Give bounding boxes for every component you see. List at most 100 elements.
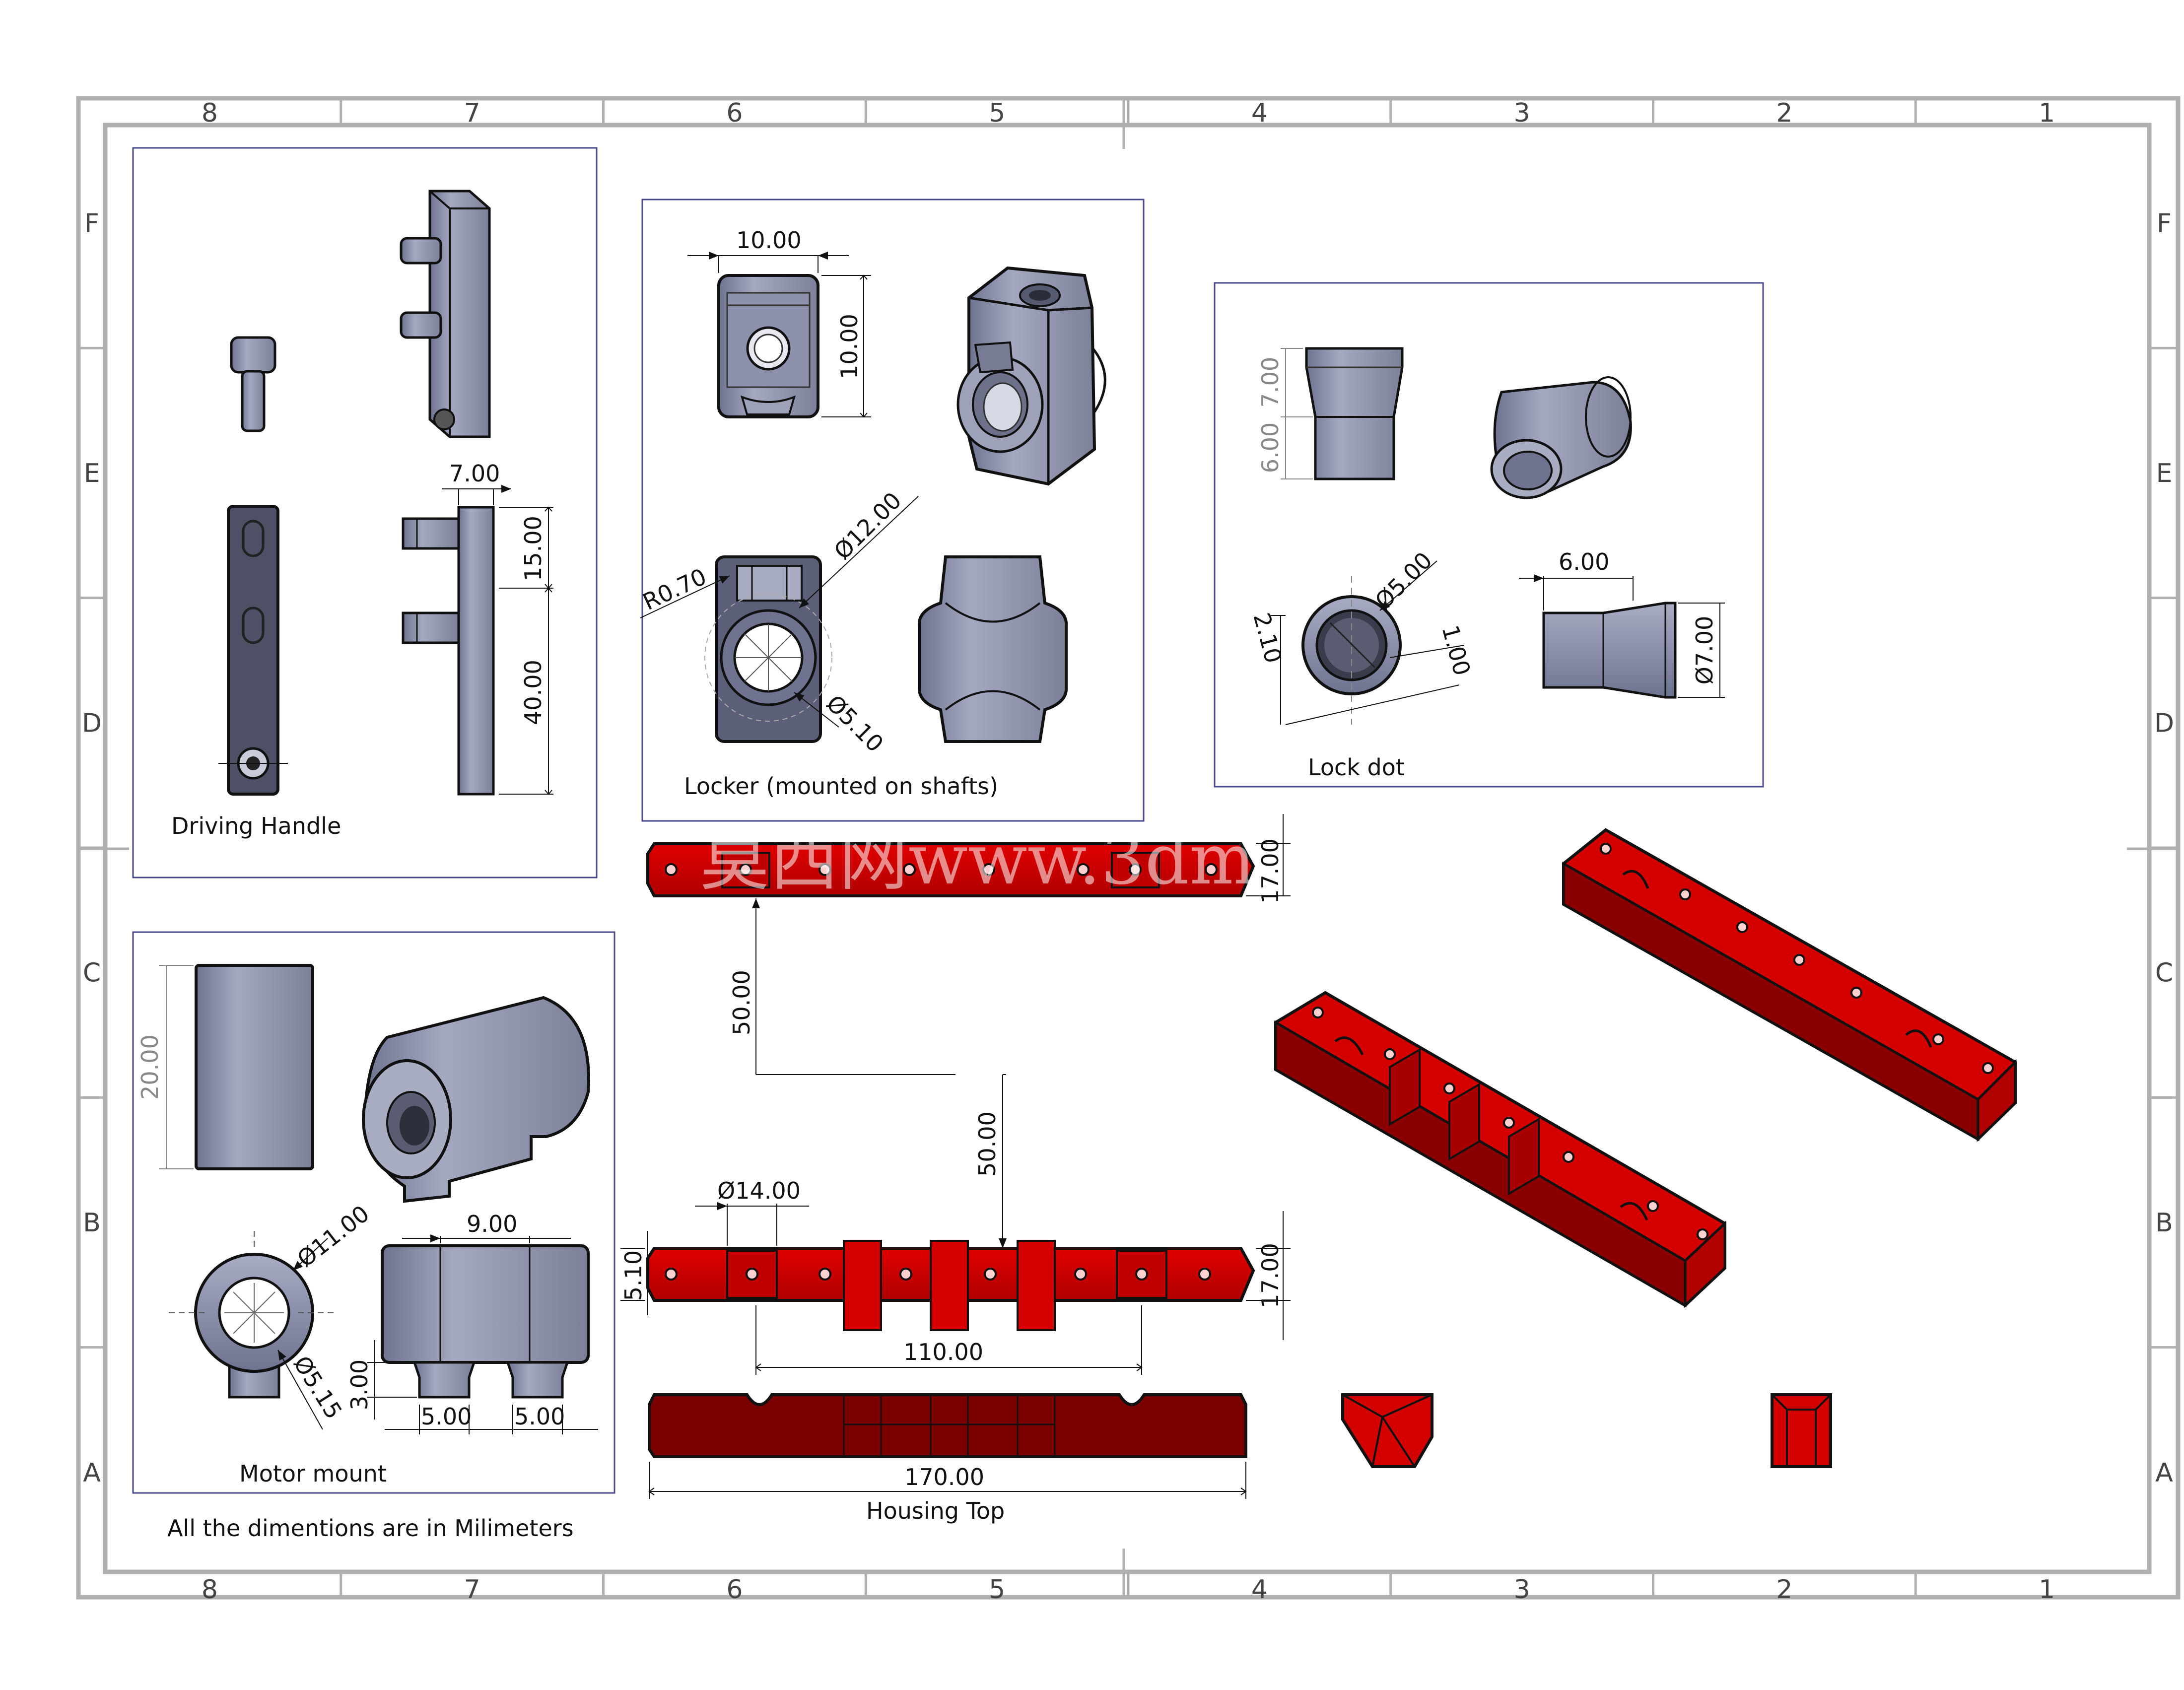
watermark: 莫西网www.3dm... xyxy=(700,819,1321,900)
dim-lockdot-dia-outer: Ø7.00 xyxy=(1691,616,1718,685)
zone-column-3-bottom: 3 xyxy=(1514,1575,1530,1605)
mounting-hole xyxy=(1205,863,1218,876)
locker-top-view: 10.00 10.00 xyxy=(687,227,871,418)
locker-front-view: Ø12.00 R0.70 Ø5.10 xyxy=(639,487,919,757)
zone-column-5-bottom: 5 xyxy=(989,1575,1005,1605)
dim-housing-height-top: 17.00 xyxy=(1257,838,1284,904)
mounting-hole xyxy=(1850,987,1862,999)
dim-housing-height-bottom: 17.00 xyxy=(1257,1243,1284,1308)
panel-title-locker: Locker (mounted on shafts) xyxy=(684,773,998,800)
dim-housing-spacing-a: 50.00 xyxy=(728,970,755,1035)
zone-column-4-top: 4 xyxy=(1251,98,1268,128)
mounting-hole xyxy=(1135,1268,1148,1281)
dim-lockdot-dia-inner: Ø5.00 xyxy=(1370,547,1437,614)
mounting-hole xyxy=(665,1268,678,1281)
mounting-hole xyxy=(1563,1151,1574,1163)
dim-lockdot-offset-b: 1.00 xyxy=(1436,622,1476,678)
zone-row-D-left: D xyxy=(82,708,102,738)
housing-side-view: 170.00 xyxy=(648,1393,1247,1499)
housing-iso-upper xyxy=(1562,828,2017,1142)
zone-column-1-bottom: 1 xyxy=(2039,1575,2055,1605)
dim-locker-width: 10.00 xyxy=(736,227,802,254)
zone-column-6-bottom: 6 xyxy=(726,1575,743,1605)
zone-column-2-bottom: 2 xyxy=(1776,1575,1792,1605)
zone-row-E-right: E xyxy=(2156,459,2173,488)
panel-lock-dot: 7.00 6.00 Ø5.00 2.10 1.00 xyxy=(1214,282,1764,788)
mounting-hole xyxy=(1129,863,1142,876)
mounting-hole xyxy=(1736,921,1748,933)
lockdot-front-view: 7.00 6.00 xyxy=(1257,347,1404,480)
motor-iso-view xyxy=(362,996,590,1203)
zone-column-8-bottom: 8 xyxy=(202,1575,218,1605)
housing-top-holes xyxy=(665,863,1218,876)
units-note: All the dimentions are in Milimeters xyxy=(167,1515,574,1542)
housing-iso-lower xyxy=(1274,991,1726,1308)
zone-column-1-top: 1 xyxy=(2039,98,2055,128)
zone-row-A-left: A xyxy=(83,1458,101,1487)
mounting-hole xyxy=(1077,863,1090,876)
panel-title-lock-dot: Lock dot xyxy=(1308,754,1405,781)
dim-handle-upper: 15.00 xyxy=(520,516,546,581)
mounting-hole xyxy=(739,863,752,876)
dim-lockdot-length: 6.00 xyxy=(1559,548,1609,575)
dim-housing-dia-bore: Ø14.00 xyxy=(717,1177,801,1204)
zone-row-B-right: B xyxy=(2155,1208,2173,1238)
dim-housing-edge: 5.10 xyxy=(620,1250,647,1301)
zone-column-8-top: 8 xyxy=(202,98,218,128)
panel-title-housing-top: Housing Top xyxy=(866,1497,1005,1524)
panel-driving-handle: 7.00 15.00 40.00 Driving Handle xyxy=(132,147,598,879)
mounting-hole xyxy=(1443,1082,1455,1094)
locker-iso-view xyxy=(956,266,1106,486)
dim-lockdot-offset-a: 2.10 xyxy=(1248,610,1287,666)
lockdot-end-view: Ø5.00 2.10 1.00 xyxy=(1248,547,1476,725)
zone-row-F-right: F xyxy=(2157,209,2172,239)
housing-spacing-dims: 50.00 50.00 xyxy=(728,898,1007,1248)
dim-locker-dia-outer: Ø12.00 xyxy=(829,487,907,565)
zone-column-7-top: 7 xyxy=(464,98,480,128)
zone-row-B-left: B xyxy=(83,1208,101,1238)
dim-locker-dia-hole: Ø5.10 xyxy=(821,690,888,757)
housing-iso-upper-holes xyxy=(1600,843,1994,1074)
zone-row-F-left: F xyxy=(84,209,99,239)
dim-housing-spacing-b: 50.00 xyxy=(974,1111,1001,1177)
mounting-hole xyxy=(982,863,995,876)
dim-locker-radius: R0.70 xyxy=(639,563,711,615)
zone-column-4-bottom: 4 xyxy=(1251,1575,1268,1605)
handle-side-view: 7.00 15.00 40.00 xyxy=(402,460,553,796)
housing-iso-lower-holes xyxy=(1312,1007,1708,1240)
mounting-hole xyxy=(1074,1268,1087,1281)
lock-block-iso xyxy=(1341,1393,1433,1468)
dim-handle-lower: 40.00 xyxy=(520,660,546,725)
panel-motor-mount: 20.00 Ø11.00 Ø5.15 xyxy=(132,931,615,1494)
dim-motor-foot-h: 3.00 xyxy=(346,1359,373,1410)
panel-title-motor-mount: Motor mount xyxy=(239,1460,387,1487)
dim-handle-width: 7.00 xyxy=(449,460,500,487)
dim-motor-foot-a: 5.00 xyxy=(421,1403,472,1430)
zone-row-A-right: A xyxy=(2155,1458,2173,1487)
motor-front-view: 20.00 xyxy=(136,964,314,1170)
handle-front-view xyxy=(218,505,288,796)
locker-side-view xyxy=(917,555,1068,743)
housing-bottom-holes xyxy=(665,1268,1211,1281)
mounting-hole xyxy=(1503,1117,1515,1129)
mounting-hole xyxy=(1312,1007,1324,1018)
zone-column-6-top: 6 xyxy=(726,98,743,128)
mounting-hole xyxy=(1932,1033,1944,1045)
panel-locker: 10.00 10.00 xyxy=(639,199,1145,822)
housing-top-view: 莫西网www.3dm... 17.00 xyxy=(646,814,1321,904)
mounting-hole xyxy=(819,1268,831,1281)
zone-column-7-bottom: 7 xyxy=(464,1575,480,1605)
motor-end-view: Ø11.00 Ø5.15 xyxy=(169,1200,374,1430)
mounting-hole xyxy=(746,1268,758,1281)
handle-pin-view xyxy=(230,336,276,432)
dim-lockdot-upper: 7.00 xyxy=(1257,357,1284,407)
handle-iso-view xyxy=(400,190,491,438)
mounting-hole xyxy=(819,863,831,876)
motor-side-view: 9.00 3.00 5.00 5.00 xyxy=(346,1211,598,1434)
dim-lockdot-lower: 6.00 xyxy=(1257,422,1284,473)
panel-title-driving-handle: Driving Handle xyxy=(171,812,341,839)
mounting-hole xyxy=(903,863,916,876)
dim-housing-center-span: 110.00 xyxy=(903,1339,983,1365)
